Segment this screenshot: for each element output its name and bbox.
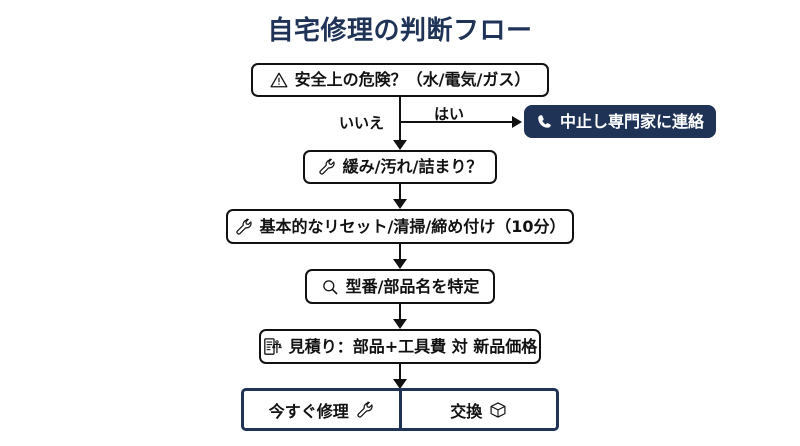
- receipt-scale-icon: [263, 337, 282, 356]
- connector-estimate-to-outcomes: [399, 364, 401, 381]
- page-title: 自宅修理の判断フロー: [267, 16, 533, 46]
- arrowhead-estimate-to-outcomes: [393, 379, 407, 389]
- outcome-replace-label: 交換: [450, 401, 483, 421]
- magnifier-icon: [321, 278, 339, 296]
- node-loose-dirty-clogged-label: 緩み/汚れ/詰まり？: [342, 157, 483, 176]
- warning-triangle-icon: [270, 71, 288, 89]
- edge-label-no: いいえ: [339, 114, 385, 132]
- connector-identify-to-estimate: [399, 304, 401, 321]
- arrowhead-reset-to-identify: [393, 259, 407, 269]
- node-stop-call-pro-label: 中止し専門家に連絡: [560, 111, 705, 131]
- arrowhead-no: [393, 140, 407, 150]
- outcome-repair-now[interactable]: 今すぐ修理: [244, 391, 399, 428]
- node-safety-check[interactable]: 安全上の危険？（水/電気/ガス）: [251, 63, 549, 97]
- outcome-replace[interactable]: 交換: [398, 391, 557, 428]
- node-estimate-cost[interactable]: 見積り：部品+工具費 対 新品価格: [259, 329, 541, 364]
- wrench-icon: [235, 218, 253, 236]
- node-identify-part[interactable]: 型番/部品名を特定: [305, 269, 495, 304]
- node-estimate-cost-label: 見積り：部品+工具費 対 新品価格: [288, 336, 538, 356]
- node-basic-reset-label: 基本的なリセット/清掃/締め付け（10分）: [259, 216, 566, 236]
- node-identify-part-label: 型番/部品名を特定: [345, 276, 480, 296]
- connector-safety-to-branch: [399, 97, 401, 122]
- arrowhead-loose-to-reset: [393, 199, 407, 209]
- node-safety-check-label: 安全上の危険？（水/電気/ガス）: [294, 70, 531, 89]
- arrowhead-yes: [512, 116, 522, 128]
- connector-reset-to-identify: [399, 244, 401, 261]
- connector-yes-horizontal: [399, 121, 513, 123]
- node-loose-dirty-clogged[interactable]: 緩み/汚れ/詰まり？: [303, 150, 497, 184]
- wrench-icon: [318, 158, 336, 176]
- edge-label-yes: はい: [434, 105, 465, 123]
- wrench-icon: [356, 401, 374, 419]
- connector-no-vertical: [399, 121, 401, 143]
- phone-icon: [536, 113, 553, 130]
- outcome-group: 今すぐ修理 交換: [241, 388, 559, 431]
- node-basic-reset[interactable]: 基本的なリセット/清掃/締め付け（10分）: [226, 209, 574, 244]
- arrowhead-identify-to-estimate: [393, 319, 407, 329]
- outcome-repair-now-label: 今すぐ修理: [268, 401, 349, 421]
- connector-loose-to-reset: [399, 184, 401, 201]
- node-stop-call-pro[interactable]: 中止し専門家に連絡: [524, 105, 716, 138]
- box-icon: [489, 401, 507, 419]
